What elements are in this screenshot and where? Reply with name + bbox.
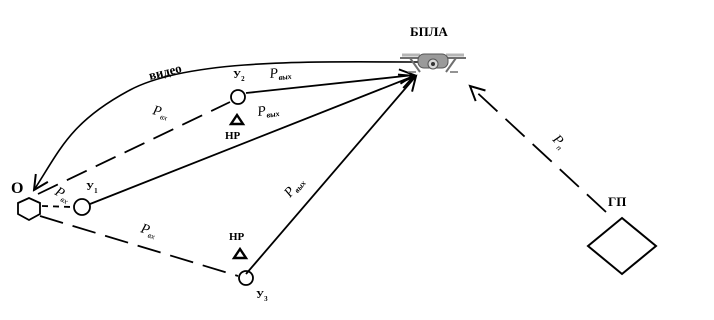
- p-in-node2-subscript: вх: [159, 112, 168, 123]
- p-in-node1-subscript: вх: [59, 195, 70, 207]
- node3-to-uav-line: [245, 76, 416, 275]
- p-ground-label: Pп: [548, 132, 569, 153]
- node-1-subscript: 1: [94, 187, 98, 195]
- node-3-label: У3: [256, 289, 268, 303]
- node-1-letter: У: [86, 181, 94, 193]
- p-out-node2-subscript: вых: [278, 72, 292, 82]
- p-in-node2-label: Pвх: [150, 103, 170, 123]
- node-1-circle: [73, 198, 91, 216]
- p-in-node1-label: Pвх: [51, 184, 74, 206]
- p-out-node2-label: Pвых: [268, 65, 292, 83]
- operator-label: О: [11, 180, 23, 197]
- p-in-node3-label: Pвх: [138, 221, 159, 241]
- node-2-letter: У: [233, 69, 241, 81]
- ground-station-diamond-icon: [586, 216, 658, 276]
- node-3-subscript: 3: [264, 295, 268, 303]
- p-out-node2-symbol: P: [268, 66, 280, 82]
- node-3-circle: [238, 270, 254, 286]
- interference-1-label: НР: [225, 130, 241, 142]
- p-out-node1-symbol: P: [255, 104, 267, 120]
- ground-station-to-uav-line: [470, 86, 607, 213]
- interference-2-triangle-icon: [231, 246, 249, 260]
- video-label: видео: [147, 60, 183, 83]
- node-1-label: У1: [86, 181, 98, 195]
- interference-1-triangle-icon: [228, 112, 246, 126]
- p-out-node1-label: Pвых: [255, 102, 280, 121]
- p-out-node3-label: Pвых: [281, 174, 308, 202]
- operator-to-node1-line: [41, 205, 73, 208]
- p-out-node1-subscript: вых: [266, 109, 280, 120]
- operator-to-node3-line: [39, 215, 239, 277]
- node2-to-uav-line: [245, 75, 414, 94]
- p-in-node3-subscript: вх: [147, 231, 157, 242]
- node-2-label: У2: [233, 69, 245, 83]
- p-in-node2-symbol: P: [150, 103, 163, 120]
- operator-to-node2-line: [37, 101, 231, 195]
- interference-2-label: НР: [229, 231, 245, 243]
- node-2-subscript: 2: [241, 75, 245, 83]
- operator-hexagon-icon: [17, 197, 41, 222]
- p-ground-subscript: п: [555, 143, 564, 152]
- ground-station-label: ГП: [608, 194, 626, 209]
- node-3-letter: У: [256, 289, 264, 301]
- node1-to-uav-line: [89, 76, 414, 205]
- node-2-circle: [230, 89, 246, 105]
- uav-label: БПЛА: [410, 24, 448, 39]
- video-link-line: [34, 61, 419, 190]
- drone-icon: [400, 53, 466, 73]
